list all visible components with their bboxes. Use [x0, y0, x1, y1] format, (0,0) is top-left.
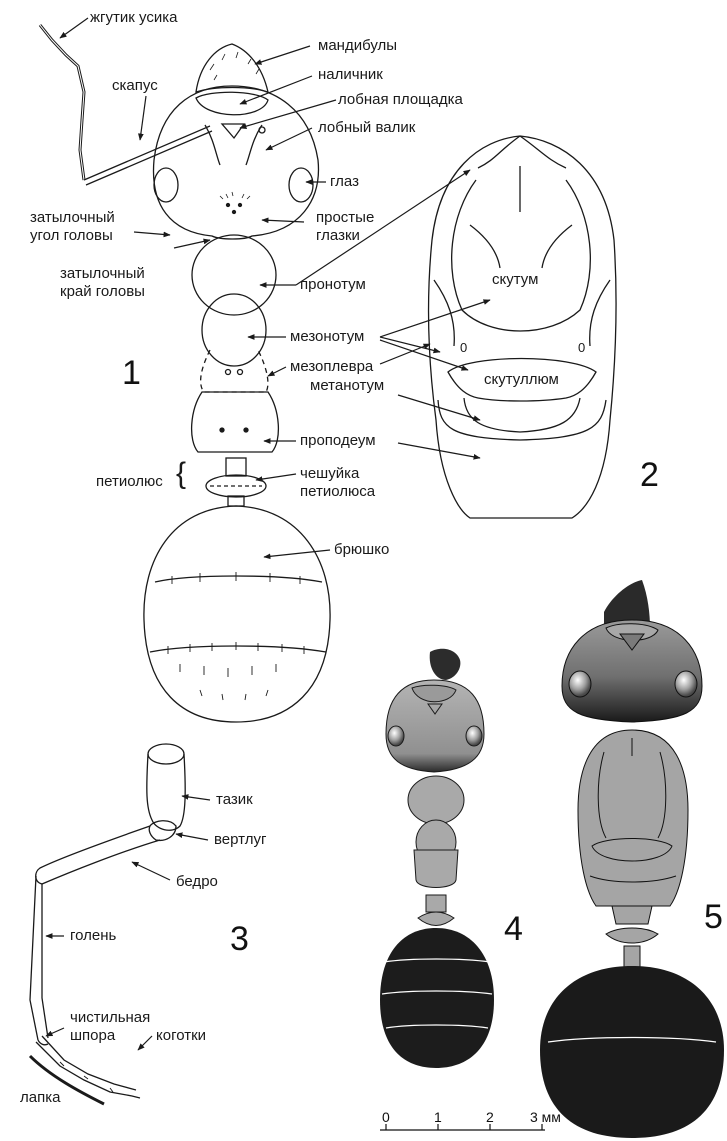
arrow-flagellum: [60, 18, 88, 38]
arrow-clypeus: [240, 76, 312, 104]
label-petiole: петиолюс: [96, 474, 163, 490]
scale-bar: [380, 1124, 545, 1130]
label-frontal-carina: лобный валик: [318, 120, 415, 136]
label-occipital-margin-line2: край головы: [60, 284, 145, 300]
label-clypeus: наличник: [318, 67, 383, 83]
coxa-top: [148, 744, 184, 764]
arrow-occipital-angle: [134, 232, 170, 235]
head: [153, 86, 318, 239]
mesonotum: [202, 294, 266, 366]
scutum-outline: [452, 180, 591, 331]
scale-tick-0: 0: [382, 1110, 390, 1124]
label-tarsus: лапка: [20, 1090, 60, 1106]
label-coxa: тазик: [216, 792, 253, 808]
antenna-scape: [84, 126, 212, 185]
scale-tick-3: 3 мм: [530, 1110, 561, 1124]
label-tibia: голень: [70, 928, 116, 944]
figure-number-5: 5: [704, 900, 723, 934]
petiole-scale: [206, 475, 266, 497]
label-mesonotum: мезонотум: [290, 329, 364, 345]
arrow-petiole-scale: [256, 474, 296, 480]
label-spur-line2: шпора: [70, 1028, 115, 1044]
arrow-mesopleura: [268, 367, 286, 376]
label-mesopleura: мезоплевра: [290, 359, 373, 375]
propodeum: [192, 392, 279, 452]
leader-arrows: [46, 18, 490, 1050]
figure-1-worker: [40, 25, 330, 722]
label-pronotum: пронотум: [300, 277, 366, 293]
label-eye: глаз: [330, 174, 359, 190]
arrow-scutellum: [380, 340, 468, 370]
arrow-claws: [138, 1036, 152, 1050]
arrow-metanotum: [398, 395, 480, 420]
mandibles: [196, 44, 268, 92]
label-scutellum: скутуллюм: [484, 372, 559, 388]
arrow-ocelli: [262, 220, 304, 222]
label-trochanter: вертлуг: [214, 832, 266, 848]
arrow-femur: [132, 862, 170, 880]
label-scutum: скутум: [492, 272, 538, 288]
pronotum: [192, 235, 276, 315]
femur: [36, 826, 160, 884]
label-zero-right: 0: [578, 340, 585, 356]
figure-3-leg: [30, 744, 185, 1104]
label-petiole-scale-line2: петиолюса: [300, 484, 375, 500]
label-occipital-margin-line1: затылочный: [60, 266, 145, 282]
label-scape: скапус: [112, 78, 158, 94]
arrow-mandibles: [255, 46, 310, 64]
label-occipital-angle-line1: затылочный: [30, 210, 115, 226]
tibia: [30, 876, 48, 1040]
gaster: [144, 506, 330, 722]
petiole-brace: {: [176, 466, 186, 482]
label-claws: коготки: [156, 1028, 206, 1044]
scale-tick-2: 2: [486, 1110, 494, 1124]
figure-number-1: 1: [122, 356, 141, 390]
figure-2-mesosoma: [429, 136, 617, 518]
label-ocelli-line1: простые: [316, 210, 374, 226]
label-propodeum: проподеум: [300, 433, 376, 449]
arrow-trochanter: [176, 834, 208, 840]
arrow-gaster: [264, 550, 330, 557]
coxa: [147, 754, 185, 830]
label-zero-left: 0: [460, 340, 467, 356]
antenna-flagellum: [40, 25, 84, 180]
figure-number-4: 4: [504, 912, 523, 946]
scale-tick-1: 1: [434, 1110, 442, 1124]
mesopleura: [201, 350, 268, 392]
arrow-spur: [46, 1028, 64, 1036]
label-occipital-angle-line2: угол головы: [30, 228, 113, 244]
label-metanotum: метанотум: [310, 378, 384, 394]
arrow-frontal-carina: [266, 128, 312, 150]
arrow-scape: [140, 96, 146, 140]
figure-5-silhouette: [540, 580, 724, 1138]
figure-number-3: 3: [230, 922, 249, 956]
figure-4-silhouette: [380, 649, 494, 1068]
label-petiole-scale-line1: чешуйка: [300, 466, 359, 482]
label-frontal-area: лобная площадка: [338, 92, 463, 108]
mesosoma-outline: [429, 136, 617, 518]
label-gaster: брюшко: [334, 542, 389, 558]
petiole-node: [226, 458, 246, 476]
label-femur: бедро: [176, 874, 218, 890]
label-spur-line1: чистильная: [70, 1010, 150, 1026]
arrow-coxa: [182, 796, 210, 800]
label-antenna-flagellum: жгутик усика: [90, 10, 177, 26]
label-mandibles: мандибулы: [318, 38, 397, 54]
label-ocelli-line2: глазки: [316, 228, 360, 244]
figure-number-2: 2: [640, 458, 659, 492]
